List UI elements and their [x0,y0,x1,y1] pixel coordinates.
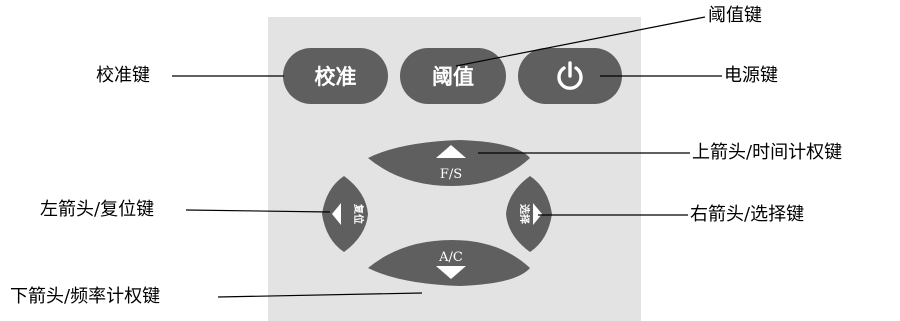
leader-lines [172,16,722,298]
down-key-label: A/C [438,250,463,265]
left-key-callout: 左箭头/复位键 [40,199,155,220]
threshold-key-callout: 阈值键 [708,5,762,26]
right-arrow-key[interactable]: 选择 [506,176,552,252]
down-key-leader-line [217,292,423,298]
down-arrow-icon [436,266,466,279]
left-key-leader-line [185,209,331,213]
threshold-leader-line [455,16,706,67]
calibrate-button-label: 校准 [314,65,357,89]
up-key-callout: 上箭头/时间计权键 [692,142,843,163]
calibrate-button[interactable]: 校准 [283,48,388,104]
calibrate-key-callout: 校准键 [96,65,150,86]
right-key-label: 选择 [518,204,531,225]
up-key-label: F/S [440,167,462,182]
threshold-button-label: 阈值 [432,65,474,89]
threshold-button[interactable]: 阈值 [400,48,506,104]
right-key-callout: 右箭头/选择键 [690,204,805,225]
up-arrow-key[interactable]: F/S [368,140,530,186]
left-arrow-icon [332,203,341,225]
left-key-label: 复位 [352,203,365,224]
power-icon [557,61,583,90]
power-key-callout: 电源键 [724,65,778,86]
down-arrow-key[interactable]: A/C [368,240,530,286]
left-arrow-key[interactable]: 复位 [322,176,368,252]
down-key-callout: 下箭头/频率计权键 [10,286,161,307]
right-arrow-icon [533,203,542,225]
up-arrow-icon [436,145,466,158]
